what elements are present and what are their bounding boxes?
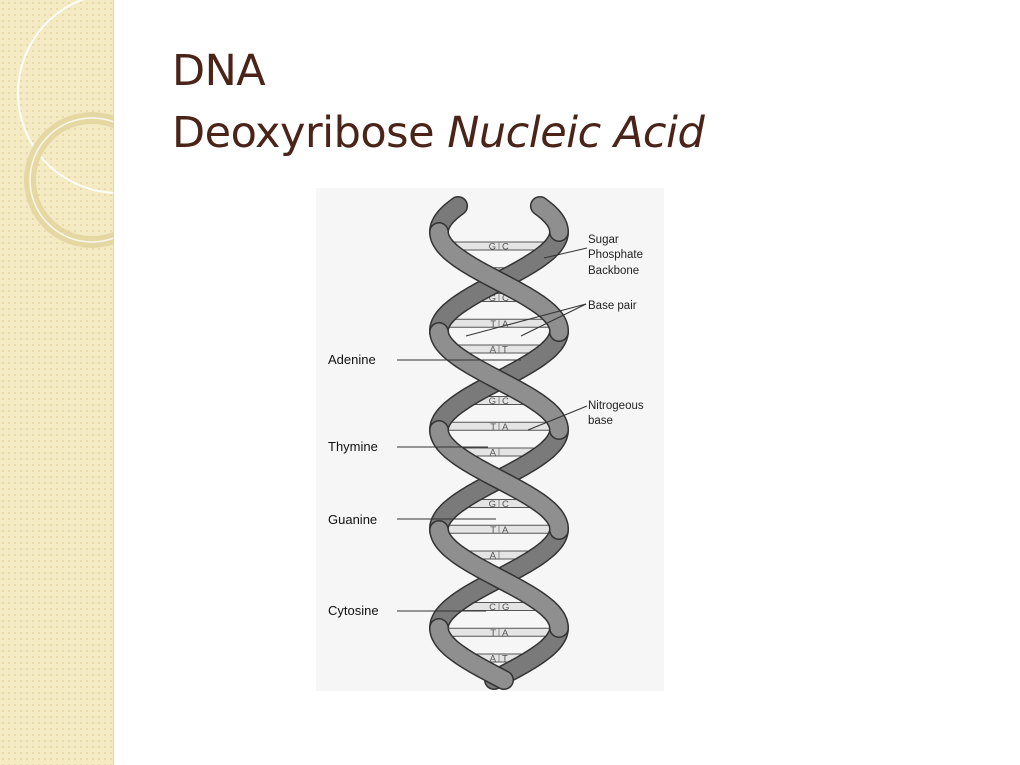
title-word-nucleic-acid: Nucleic Acid: [447, 108, 705, 158]
decorative-circles: [17, 0, 113, 248]
base-letter-left: A: [490, 654, 497, 665]
title-word-deoxyribose: Deoxyribose: [172, 108, 435, 158]
label-sugar: Sugar: [588, 234, 619, 246]
base-letter-left: C: [489, 602, 496, 613]
base-letter-left: T: [490, 319, 496, 330]
label-cytosine: Cytosine: [328, 603, 379, 618]
base-letter-left: G: [489, 396, 496, 407]
annotation-lines: [397, 247, 588, 612]
base-letter-right: G: [502, 602, 509, 613]
base-letter-right: T: [502, 654, 508, 665]
label-thymine: Thymine: [328, 439, 378, 454]
sugar-pointer-line: [543, 247, 588, 259]
title-line-2: Deoxyribose Nucleic Acid: [172, 102, 705, 164]
label-guanine: Guanine: [328, 512, 377, 527]
base-letter-left: T: [490, 422, 496, 433]
base-letter-left: G: [489, 293, 496, 304]
label-base: base: [588, 415, 613, 427]
base-letter-right: A: [502, 525, 509, 536]
base-letter-left: T: [490, 525, 496, 536]
base-letter-left: T: [490, 628, 496, 639]
base-letter-right: C: [502, 499, 509, 510]
base-pair-pointer-line-1: [465, 303, 587, 337]
label-backbone: Backbone: [588, 265, 639, 277]
label-nitrogeous: Nitrogeous: [588, 400, 644, 412]
base-letter-right: C: [502, 396, 509, 407]
base-letter-right: T: [502, 345, 508, 356]
base-letter-right: A: [502, 319, 509, 330]
base-letter-right: C: [502, 293, 509, 304]
backbone-segment: [430, 521, 568, 637]
base-letter-right: A: [502, 628, 509, 639]
base-letter-left: G: [489, 499, 496, 510]
backbone-segment: [531, 197, 568, 241]
base-letter-left: A: [490, 345, 497, 356]
base-letter-left: A: [490, 448, 497, 459]
backbone-segment: [430, 323, 568, 439]
backbone-segment: [430, 223, 568, 341]
backbone-segment: [430, 619, 513, 689]
nitrogenous-pointer-line: [527, 405, 588, 431]
label-phosphate: Phosphate: [588, 249, 643, 261]
title-line-1: DNA: [172, 46, 266, 96]
base-pair-pointer-line-2: [520, 303, 587, 337]
base-letter-left: A: [490, 551, 497, 562]
base-letter-right: C: [502, 242, 509, 253]
base-letter-right: A: [502, 422, 509, 433]
slide-title: DNA Deoxyribose Nucleic Acid: [172, 40, 705, 164]
label-base-pair: Base pair: [588, 300, 637, 312]
decorative-side-panel: [0, 0, 114, 765]
label-adenine: Adenine: [328, 352, 376, 367]
base-letter-left: G: [489, 242, 496, 253]
